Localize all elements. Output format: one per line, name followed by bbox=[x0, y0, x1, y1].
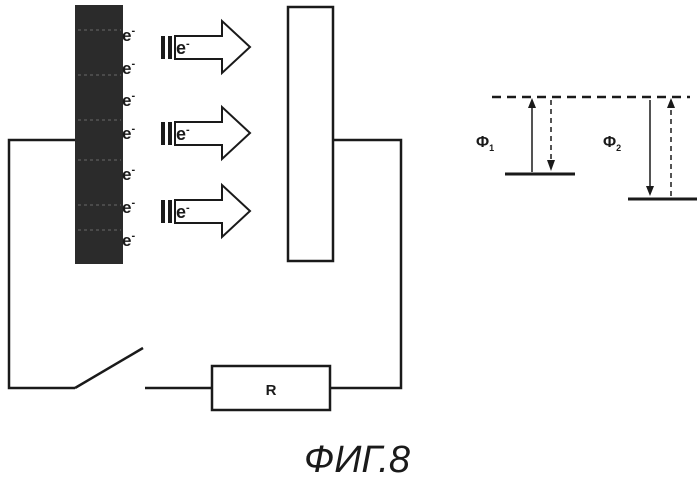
switch bbox=[75, 348, 143, 388]
work-function-2-arrows bbox=[646, 98, 675, 196]
work-function-1-label: Φ1 bbox=[476, 134, 494, 153]
emitter-plate bbox=[75, 5, 123, 264]
electron-flow-arrow-2: e- bbox=[161, 107, 250, 159]
electron-label: e- bbox=[122, 58, 135, 78]
electron-flow-arrow-3: e- bbox=[161, 185, 250, 237]
electron-label: e- bbox=[122, 90, 135, 110]
work-function-1-arrows bbox=[528, 98, 555, 172]
circuit-wires bbox=[9, 140, 401, 388]
work-function-2-label: Φ2 bbox=[603, 134, 621, 153]
electron-label: e- bbox=[122, 164, 135, 184]
resistor: R bbox=[212, 366, 330, 410]
resistor-label: R bbox=[266, 382, 277, 399]
energy-level-diagram: Φ1 Φ2 bbox=[476, 97, 697, 199]
electron-label: e- bbox=[122, 25, 135, 45]
electron-label: e- bbox=[122, 197, 135, 217]
wire-right bbox=[330, 140, 401, 388]
electron-labels: e- e- e- e- e- e- e- bbox=[122, 25, 135, 250]
figure-caption: ФИГ.8 bbox=[304, 439, 410, 481]
electron-flow-arrows: e- e- e- bbox=[161, 21, 250, 237]
wire-left bbox=[9, 140, 75, 388]
electron-label: e- bbox=[122, 230, 135, 250]
collector-plate bbox=[288, 7, 333, 261]
electron-label: e- bbox=[122, 123, 135, 143]
electron-flow-arrow-1: e- bbox=[161, 21, 250, 73]
